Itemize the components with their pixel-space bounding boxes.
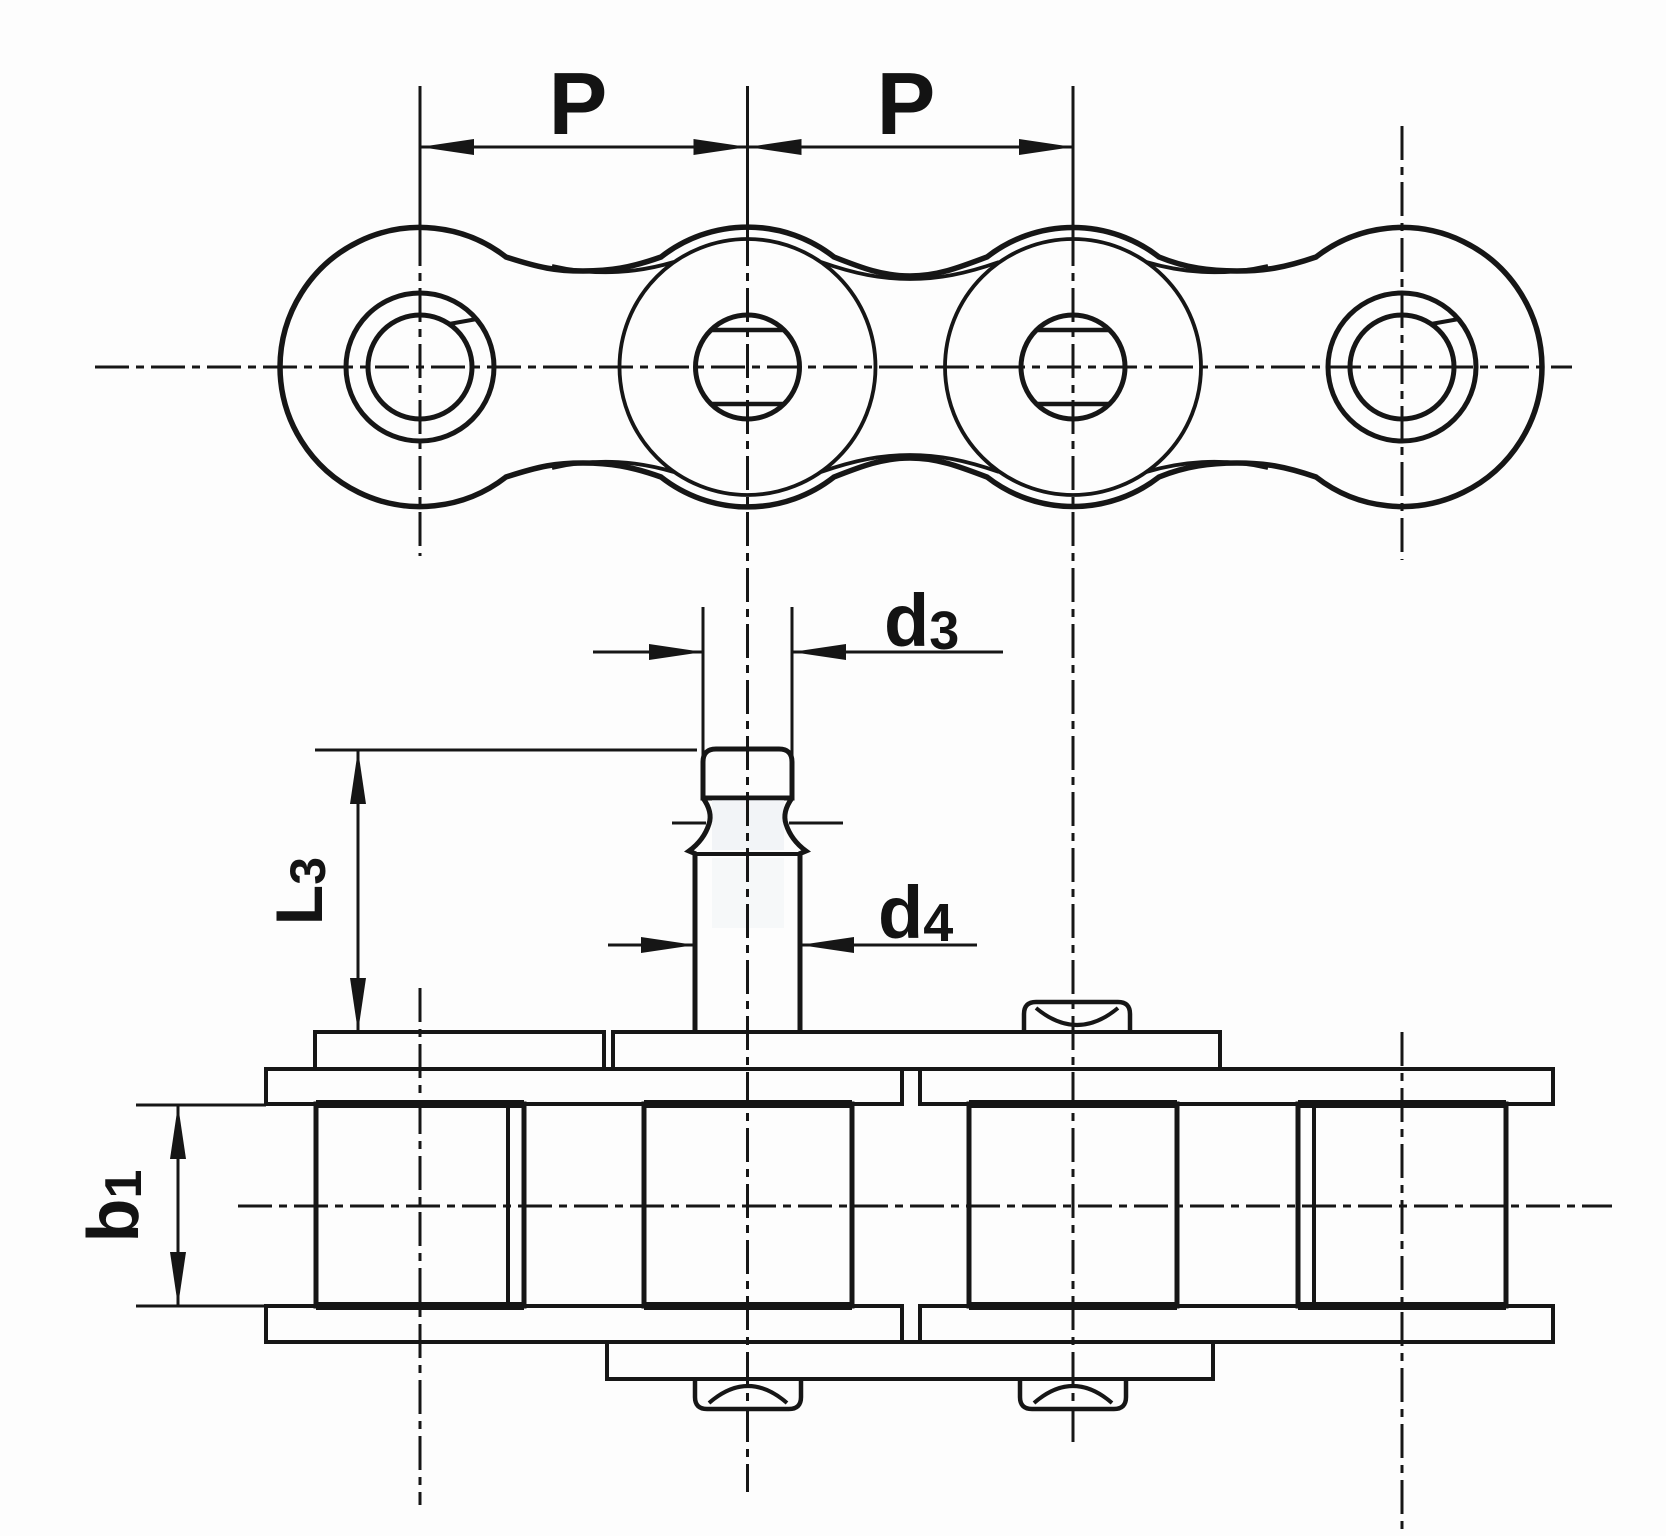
label-L3-main: L <box>262 885 336 925</box>
centerlines <box>95 126 1612 1536</box>
arrow-L3-down <box>350 978 366 1032</box>
label-pitch-right: P <box>877 54 936 153</box>
label-L3: L3 <box>262 857 336 925</box>
label-d4-main: d <box>878 871 923 954</box>
arrow-b1-up <box>170 1105 186 1159</box>
pin-chamfer-notch-joint-4 <box>1430 317 1460 326</box>
inner-plate-bottom-left <box>264 1304 904 1344</box>
outer-plate-bottom <box>605 1340 1215 1381</box>
inner-plate-top-right <box>918 1067 1555 1106</box>
arrow-b1-down <box>170 1252 186 1306</box>
outer-plate-top-left <box>313 1030 606 1071</box>
arrow-d3-left <box>649 644 703 660</box>
arrow-pitch2-left <box>747 139 802 155</box>
inner-plate-bottom-right <box>918 1304 1555 1344</box>
pin-neck-right <box>782 796 812 857</box>
label-b1: b1 <box>74 1170 154 1243</box>
arrow-d4-left <box>641 937 695 953</box>
label-d3: d3 <box>884 579 959 662</box>
label-d3-main: d <box>884 579 929 662</box>
rivet-head-top <box>1021 999 1133 1032</box>
label-d4: d4 <box>878 871 953 954</box>
extended-pin-detail <box>672 746 843 1032</box>
pin-neck-left <box>683 796 713 857</box>
arrow-pitch1-left <box>420 139 474 155</box>
extension-lines <box>136 86 1075 1308</box>
label-b1-sub: 1 <box>95 1170 153 1199</box>
label-d4-sub: 4 <box>923 893 953 953</box>
label-pitch-left: P <box>549 54 608 153</box>
arrow-d3-right <box>792 644 846 660</box>
dimensioning: P P d3 d4 L3 b1 <box>74 54 1075 1308</box>
arrowheads <box>170 139 1073 1306</box>
label-b1-main: b <box>74 1198 154 1242</box>
inner-plate-waist-contours <box>551 260 1269 474</box>
arrow-pitch2-right <box>1019 139 1073 155</box>
dimension-lines <box>176 145 1073 1306</box>
arrow-L3-up <box>350 750 366 804</box>
label-d3-sub: 3 <box>929 601 959 661</box>
pin-chamfer-notch-joint-1 <box>448 317 478 326</box>
outer-plate-top-main <box>611 1030 1222 1071</box>
label-L3-sub: 3 <box>280 857 336 885</box>
rivet-head-top-face-arc <box>1034 1006 1120 1027</box>
pin-shank <box>692 854 803 1032</box>
inner-plate-top-left <box>264 1067 904 1106</box>
arrow-d4-right <box>800 937 854 953</box>
arrow-pitch1-right <box>693 139 748 155</box>
